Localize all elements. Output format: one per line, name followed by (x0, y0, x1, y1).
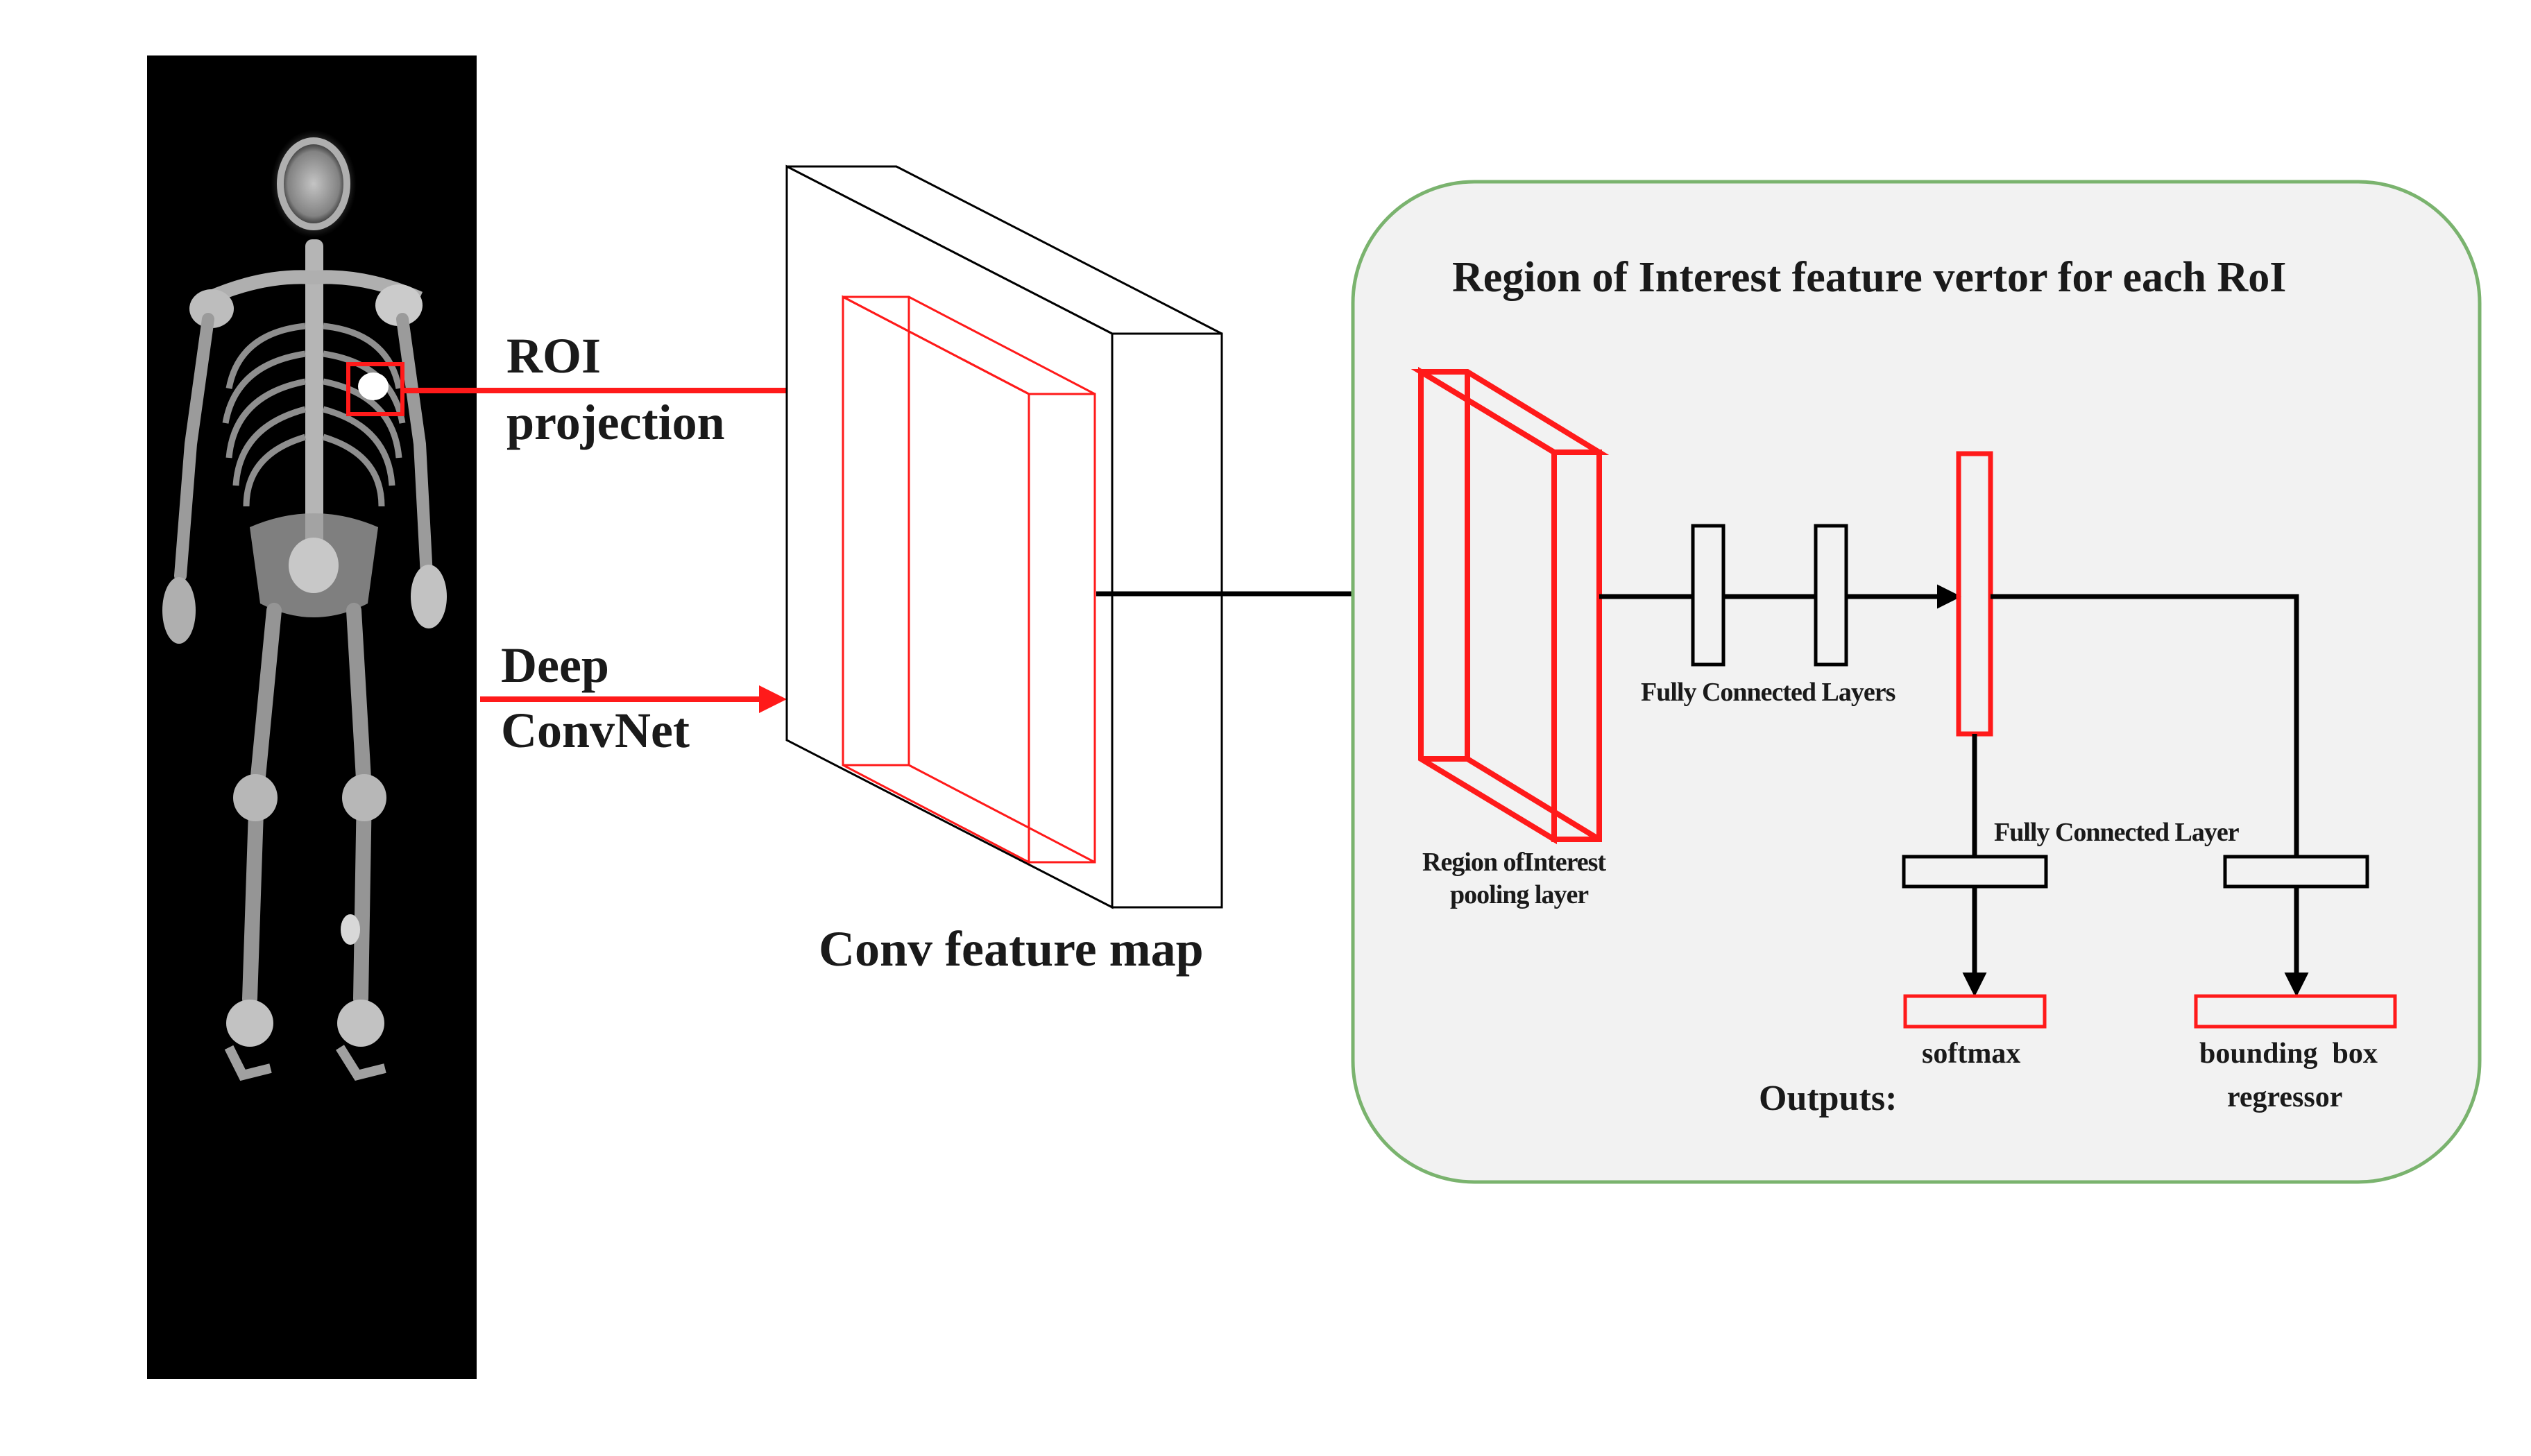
vector-to-bbox-branch (1991, 594, 2299, 857)
roi-pooling-layer-shape (1411, 366, 1610, 845)
skeleton-figure (162, 130, 447, 1081)
roi-feature-panel (1351, 180, 2482, 1184)
panel-title: Region of Interest feature vertor for ea… (1452, 254, 2286, 301)
roi-pooling-label-2: pooling layer (1450, 880, 1589, 909)
conv-feature-map-label: Conv feature map (819, 921, 1204, 977)
fully-connected-layer-label: Fully Connected Layer (1994, 818, 2240, 847)
bbox-regressor-label-1: bounding box (2199, 1038, 2378, 1070)
deep-convnet-label-1: Deep (501, 637, 609, 693)
conv-feature-map-block (785, 164, 1223, 909)
bbox-regressor-label-2: regressor (2227, 1081, 2342, 1113)
outputs-label: Outputs: (1759, 1079, 1897, 1118)
fc-layer-1 (1691, 524, 1725, 667)
roi-projection-label-1: ROI (506, 328, 601, 384)
lesion-hotspot (358, 372, 389, 400)
fc-layer-2 (1814, 524, 1848, 667)
fc-bbox-layer (2223, 855, 2369, 889)
projected-roi-volume (842, 295, 1096, 864)
bone-scan-image (147, 55, 477, 1379)
softmax-output-box (1903, 994, 2047, 1029)
roi-projection-label-2: projection (506, 395, 725, 450)
softmax-label: softmax (1922, 1038, 2020, 1070)
fully-connected-layers-label: Fully Connected Layers (1641, 678, 1895, 707)
fc-softmax-layer (1902, 855, 2048, 889)
roi-pooling-label-1: Region ofInterest (1422, 848, 1606, 877)
deep-convnet-label-2: ConvNet (501, 703, 690, 758)
bbox-output-box (2194, 994, 2397, 1029)
